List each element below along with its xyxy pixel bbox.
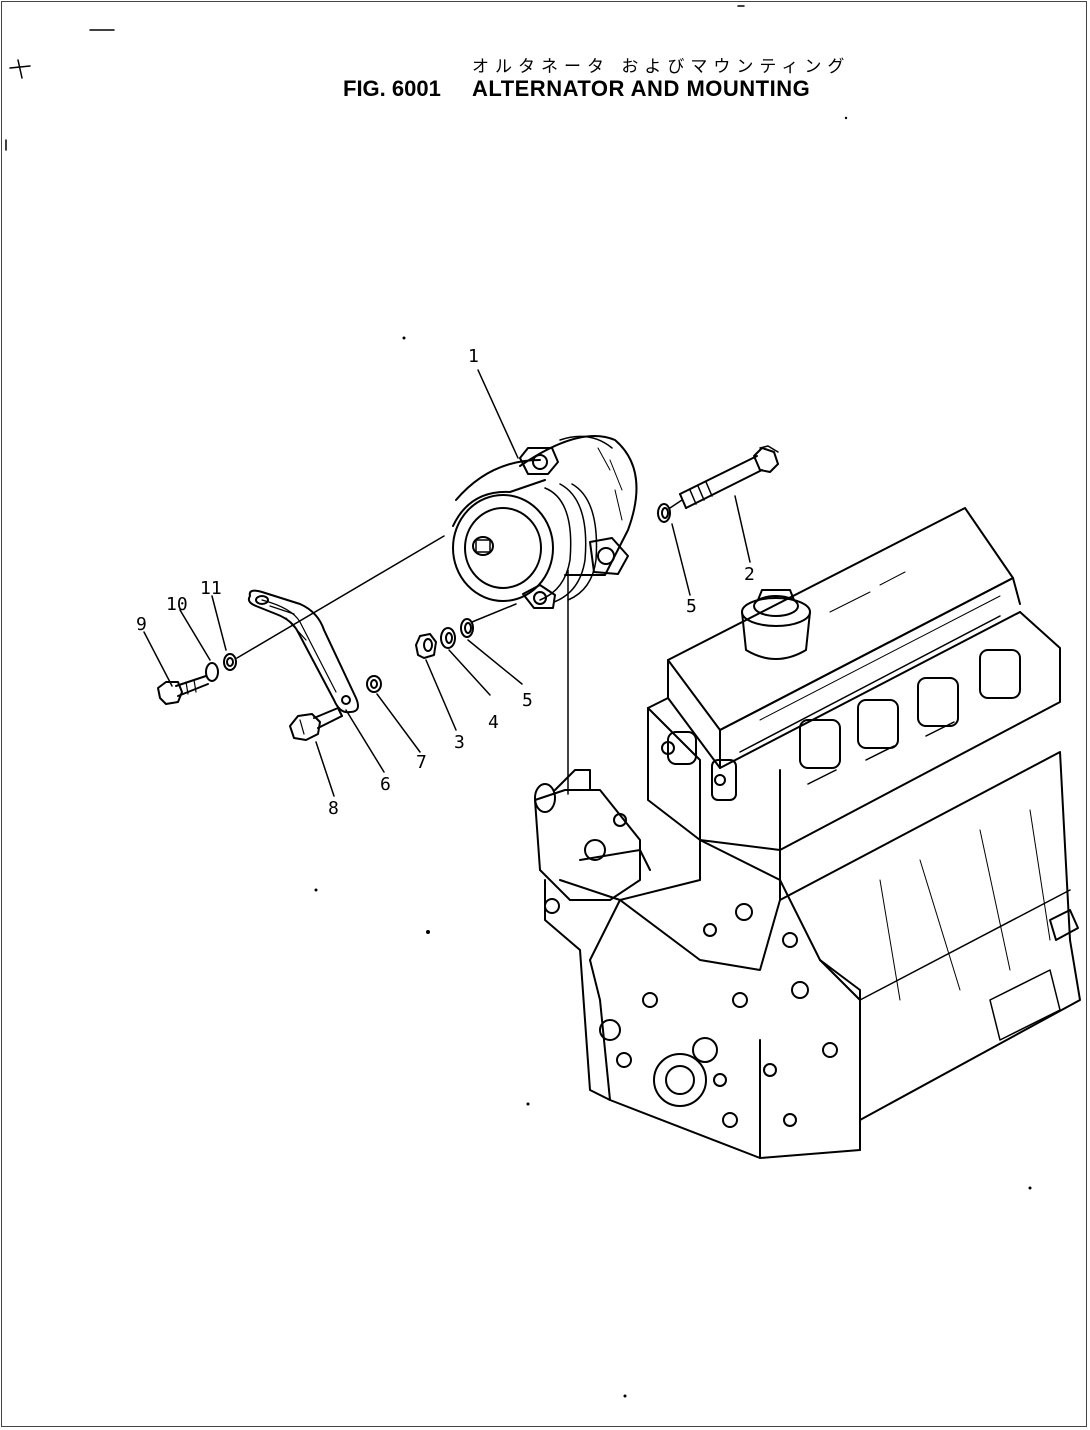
assembly-lines xyxy=(236,499,683,795)
callout-5-lower: 5 xyxy=(522,690,533,711)
callout-11: 11 xyxy=(200,578,222,599)
bolt-9-and-washers xyxy=(157,653,237,705)
callout-7: 7 xyxy=(416,752,427,773)
callout-4: 4 xyxy=(488,712,499,733)
callout-1: 1 xyxy=(468,346,479,367)
figure-number: FIG. 6001 xyxy=(343,76,441,101)
callout-8: 8 xyxy=(328,798,339,819)
through-bolt xyxy=(679,445,779,509)
callout-6: 6 xyxy=(380,774,391,795)
washer-upper xyxy=(657,503,671,523)
washer-7 xyxy=(366,675,382,693)
callout-3: 3 xyxy=(454,732,465,753)
adjusting-bracket xyxy=(247,589,359,714)
callout-2: 2 xyxy=(744,564,755,585)
leader-lines xyxy=(143,369,751,797)
figure-title: ALTERNATOR AND MOUNTING xyxy=(472,76,811,101)
bolt-8 xyxy=(289,707,343,741)
callout-5-upper: 5 xyxy=(686,596,697,617)
print-specks xyxy=(314,116,1032,1398)
callout-labels: 1 2 3 4 5 5 6 7 8 9 10 11 xyxy=(136,346,755,819)
callout-10: 10 xyxy=(166,594,188,615)
nut-and-washers xyxy=(415,618,474,659)
figure-title-japanese: オルタネータ およびマウンティング xyxy=(472,57,851,77)
margin-marks xyxy=(5,5,745,151)
callout-9: 9 xyxy=(136,614,147,635)
engine-block xyxy=(534,507,1081,1159)
alternator xyxy=(452,434,638,609)
